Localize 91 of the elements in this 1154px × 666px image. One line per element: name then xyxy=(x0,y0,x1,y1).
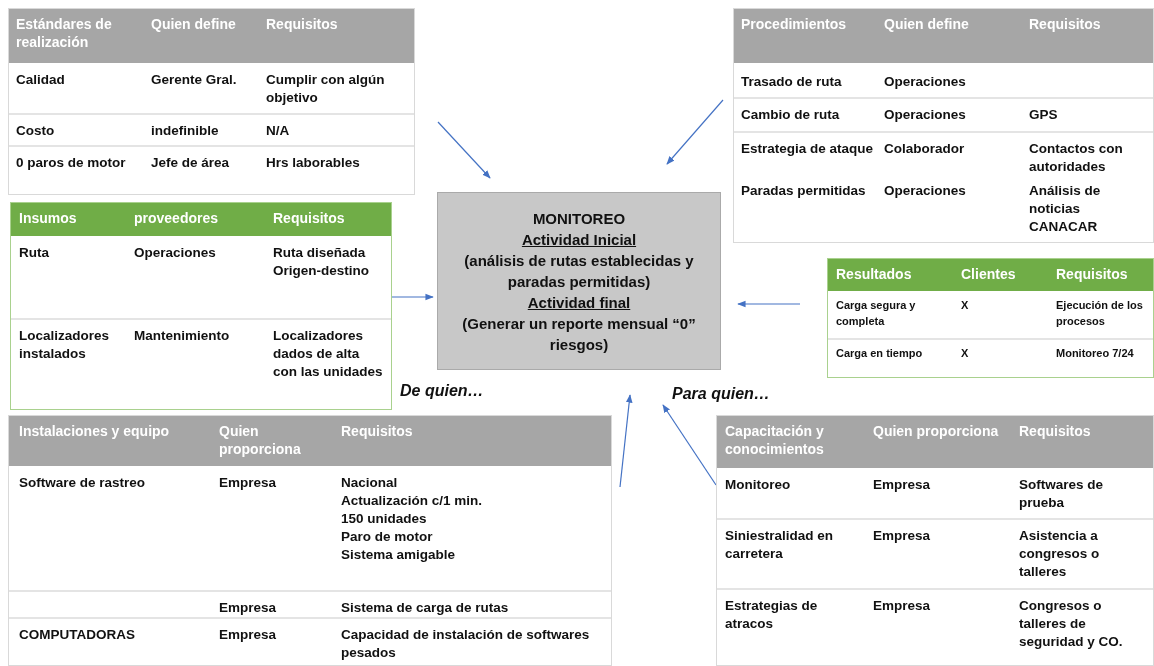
table-entry: Mantenimiento xyxy=(134,327,231,345)
table-entry: COMPUTADORAS xyxy=(19,626,136,644)
table-entry: Costo xyxy=(16,122,56,140)
requirements-table xyxy=(8,415,612,666)
box-text: (Generar un reporte mensual “0” riesgos) xyxy=(461,313,697,355)
table-entry: Análisis de noticias CANACAR xyxy=(1029,182,1102,236)
table-entry: Ruta xyxy=(19,244,50,262)
box-text: (análisis de rutas establecidas y paradas permitidas) xyxy=(463,250,695,292)
table-entry: Paradas permitidas xyxy=(741,182,867,200)
table-entry: Cambio de ruta xyxy=(741,106,841,124)
requirements-table xyxy=(716,415,1154,666)
column-heading: Requisitos xyxy=(266,15,339,33)
table-entry: Calidad xyxy=(16,71,66,89)
table-entry: Gerente Gral. xyxy=(151,71,238,89)
column-heading: Estándares de realización xyxy=(16,15,113,51)
table-entry: Empresa xyxy=(873,476,932,494)
annotation-text: De quien… xyxy=(400,382,484,400)
table-entry: N/A xyxy=(266,122,291,140)
annotation-text: Para quien… xyxy=(672,385,770,403)
table-entry: Empresa xyxy=(873,527,932,545)
column-heading: Resultados xyxy=(836,265,913,283)
table-entry: Contactos con autoridades xyxy=(1029,140,1124,176)
arrow xyxy=(666,99,724,165)
table-entry: Cumplir con algún objetivo xyxy=(266,71,386,107)
column-heading: Requisitos xyxy=(341,422,414,440)
table-entry: X xyxy=(961,346,970,361)
table-entry: Ejecución de los procesos xyxy=(1056,298,1144,329)
table-entry: Carga en tiempo xyxy=(836,346,924,361)
column-heading: Quien proporciona xyxy=(219,422,302,458)
column-heading: Insumos xyxy=(19,209,78,227)
table-entry: Jefe de área xyxy=(151,154,231,172)
table-entry: Operaciones xyxy=(884,182,967,200)
table-entry: Empresa xyxy=(219,474,278,492)
arrow xyxy=(737,300,801,308)
table-entry: Estrategias de atracos xyxy=(725,597,819,633)
table-entry: Localizadores dados de alta con las unidades xyxy=(273,327,384,381)
table-entry: 0 paros de motor xyxy=(16,154,127,172)
requirements-table xyxy=(10,202,392,410)
column-heading: Instalaciones y equipo xyxy=(19,422,171,440)
column-heading: Procedimientos xyxy=(741,15,848,33)
column-heading: Requisitos xyxy=(1019,422,1092,440)
table-entry: Capacidad de instalación de softwares pesados xyxy=(341,626,591,662)
arrow xyxy=(391,293,434,301)
table-entry: Asistencia a congresos o talleres xyxy=(1019,527,1101,581)
table-entry: Nacional xyxy=(341,474,399,492)
column-heading: Quien define xyxy=(884,15,970,33)
box-title: MONITOREO xyxy=(532,208,626,229)
table-entry: Localizadores instalados xyxy=(19,327,111,363)
table-entry: Operaciones xyxy=(884,73,967,91)
table-entry: Empresa xyxy=(873,597,932,615)
table-entry: Ruta diseñada Origen-destino xyxy=(273,244,370,280)
table-entry: Monitoreo xyxy=(725,476,792,494)
table-entry: Carga segura y completa xyxy=(836,298,917,329)
column-heading: Requisitos xyxy=(273,209,346,227)
table-entry: Monitoreo 7/24 xyxy=(1056,346,1135,361)
arrow xyxy=(662,404,717,486)
table-entry: Softwares de prueba xyxy=(1019,476,1105,512)
table-entry: Hrs laborables xyxy=(266,154,361,172)
requirements-table xyxy=(8,8,415,195)
table-entry: 150 unidades xyxy=(341,510,428,528)
column-heading: proveedores xyxy=(134,209,220,227)
column-heading: Quien proporciona xyxy=(873,422,1000,440)
column-heading: Capacitación y conocimientos xyxy=(725,422,825,458)
table-entry: Colaborador xyxy=(884,140,966,158)
requirements-table xyxy=(733,8,1154,243)
column-heading: Requisitos xyxy=(1056,265,1129,283)
section-heading: Actividad final xyxy=(527,292,631,313)
table-entry: Congresos o talleres de seguridad y CO. xyxy=(1019,597,1124,651)
table-entry: Sistema amigable xyxy=(341,546,457,564)
table-entry: indefinible xyxy=(151,122,220,140)
activity-box xyxy=(437,192,721,370)
column-heading: Clientes xyxy=(961,265,1017,283)
arrow xyxy=(619,394,633,488)
table-entry: Estrategia de ataque xyxy=(741,140,875,158)
column-heading: Quien define xyxy=(151,15,237,33)
table-entry: Empresa xyxy=(219,626,278,644)
table-entry: Actualización c/1 min. xyxy=(341,492,484,510)
table-entry: Siniestralidad en carretera xyxy=(725,527,835,563)
table-entry: Paro de motor xyxy=(341,528,434,546)
table-entry: Trasado de ruta xyxy=(741,73,843,91)
table-entry: Software de rastreo xyxy=(19,474,147,492)
table-entry: Operaciones xyxy=(134,244,217,262)
table-entry: GPS xyxy=(1029,106,1059,124)
table-entry: Sistema de carga de rutas xyxy=(341,599,510,617)
table-entry: Operaciones xyxy=(884,106,967,124)
table-entry: X xyxy=(961,298,970,313)
table-entry: Empresa xyxy=(219,599,278,617)
arrow xyxy=(437,121,491,179)
column-heading: Requisitos xyxy=(1029,15,1102,33)
requirements-table xyxy=(827,258,1154,378)
section-heading: Actividad Inicial xyxy=(521,229,637,250)
